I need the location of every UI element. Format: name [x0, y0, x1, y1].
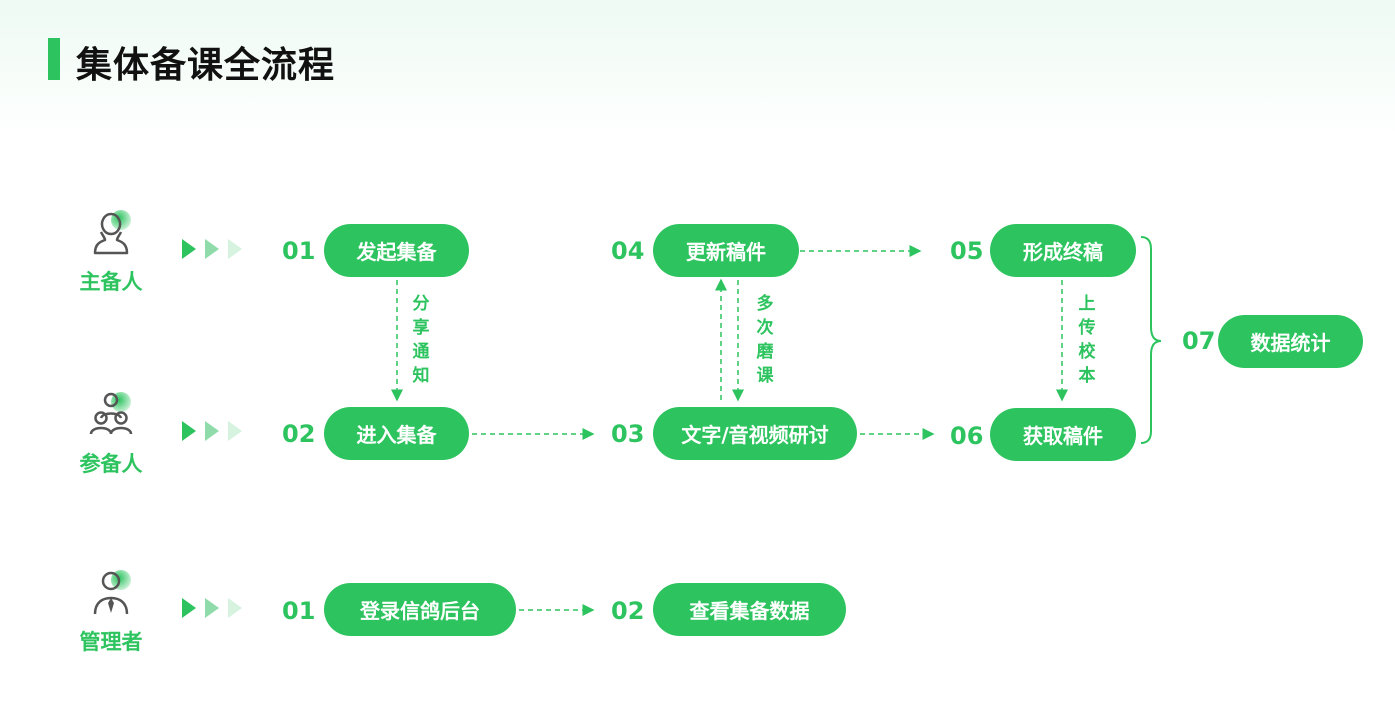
chevron-right-icon: [182, 421, 242, 441]
step-discussion[interactable]: 文字/音视频研讨: [653, 407, 857, 460]
step-login-backend[interactable]: 登录信鸽后台: [324, 583, 516, 636]
group-people-icon: [89, 392, 133, 435]
page-title: 集体备课全流程: [76, 45, 336, 86]
role-participant: 参备人: [66, 390, 156, 478]
step-get-draft[interactable]: 获取稿件: [990, 408, 1136, 461]
manager-tie-icon: [93, 570, 131, 615]
single-person-icon: [93, 210, 131, 255]
chevron-right-icon: [182, 598, 242, 618]
step-update-draft[interactable]: 更新稿件: [653, 224, 799, 277]
role-host: 主备人: [66, 208, 156, 296]
step-number: 06: [950, 422, 984, 450]
step-number: 01: [282, 237, 316, 265]
step-number: 07: [1182, 327, 1216, 355]
chevron-right-icon: [182, 239, 242, 259]
annotation-multi-review: 多 次 磨 课: [756, 294, 774, 386]
step-number: 01: [282, 597, 316, 625]
step-join-prep[interactable]: 进入集备: [324, 407, 469, 460]
role-label-participant: 参备人: [79, 452, 143, 476]
title-accent-bar: [48, 38, 60, 80]
step-number: 02: [282, 420, 316, 448]
role-label-admin: 管理者: [79, 630, 143, 654]
annotation-share-notify: 分 享 通 知: [412, 294, 430, 386]
role-admin: 管理者: [66, 568, 156, 656]
step-number: 03: [611, 420, 645, 448]
step-number: 02: [611, 597, 645, 625]
step-final-draft[interactable]: 形成终稿: [990, 224, 1136, 277]
step-number: 05: [950, 237, 984, 265]
step-start-prep[interactable]: 发起集备: [324, 224, 469, 277]
step-number: 04: [611, 237, 645, 265]
annotation-upload-school: 上 传 校 本: [1078, 294, 1096, 386]
step-data-stats[interactable]: 数据统计: [1218, 315, 1363, 368]
step-view-data[interactable]: 查看集备数据: [653, 583, 846, 636]
role-label-host: 主备人: [79, 270, 143, 294]
